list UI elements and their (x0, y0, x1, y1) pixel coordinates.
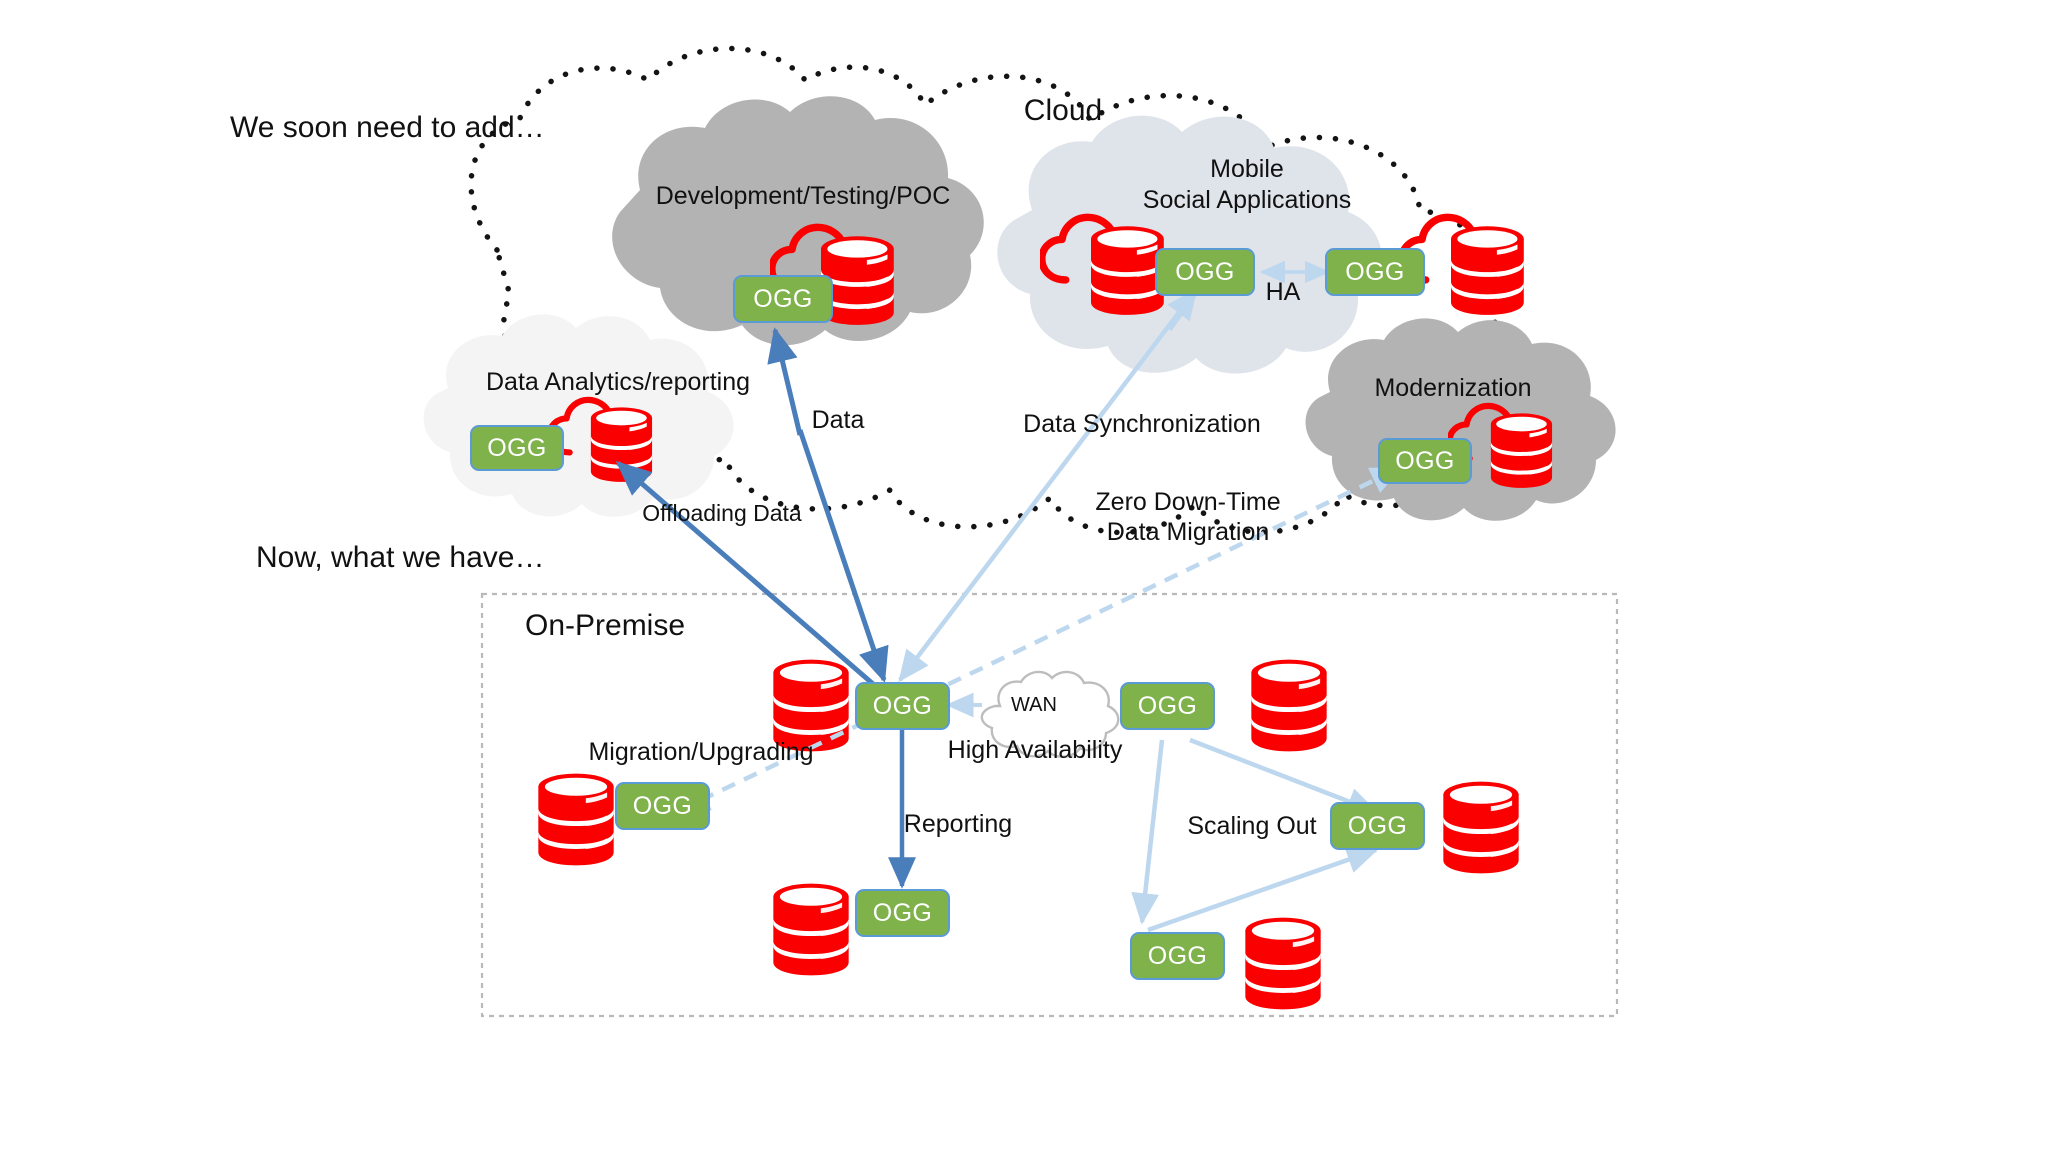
cloud-region-title: Cloud (1023, 94, 1103, 127)
ogg-node-mobile-primary[interactable]: OGG (1155, 248, 1255, 296)
cloud-mobile-social (997, 115, 1382, 374)
arrow-test-data (767, 327, 803, 436)
flow-label-zero-downtime: Zero Down-Time (1095, 488, 1281, 516)
db-icon-ha-peer (1251, 659, 1327, 752)
arrow-zero-downtime-migration (904, 465, 1403, 708)
flow-label-data-synchronization: Data Synchronization (1023, 410, 1261, 438)
ogg-node-scaleout-right[interactable]: OGG (1330, 802, 1425, 850)
ogg-node-scaleout-bottom[interactable]: OGG (1130, 932, 1225, 980)
flow-label-offloading-data: Offloading Data (642, 500, 802, 526)
onpremise-title: On-Premise (525, 609, 686, 642)
cloud-label-social-applications: Social Applications (1142, 186, 1352, 214)
cloud-modernization (1305, 318, 1616, 521)
wan-label: WAN (1011, 694, 1057, 716)
ogg-node-modernization[interactable]: OGG (1378, 438, 1472, 484)
cloud-label-modernization: Modernization (1374, 374, 1532, 402)
ogg-node-mobile-standby[interactable]: OGG (1325, 248, 1425, 296)
onprem-label-scaling-out: Scaling Out (1187, 812, 1317, 840)
ogg-node-analytics[interactable]: OGG (470, 425, 564, 471)
onprem-label-reporting: Reporting (903, 810, 1013, 838)
db-icon-reporting (773, 883, 849, 976)
arrow-migration-upgrading (677, 719, 866, 813)
arrow-scaleout-right (1189, 737, 1379, 815)
arrow-data-down (797, 429, 889, 683)
db-icon-migration-source (538, 773, 614, 866)
ogg-node-reporting[interactable]: OGG (855, 889, 950, 937)
onprem-label-high-availability: High Availability (947, 736, 1123, 764)
db-icon-scaleout-right (1443, 781, 1519, 874)
cloud-label-dev-test-poc: Development/Testing/POC (655, 182, 951, 210)
arrow-scaleout-cross (1147, 846, 1379, 933)
db-icon-scaleout-bottom (1245, 917, 1321, 1010)
cloud-label-mobile: Mobile (1210, 155, 1284, 183)
arrow-data-synchronization (898, 287, 1198, 683)
flow-label-test-data: Data (811, 406, 865, 434)
annotation-current: Now, what we have… (256, 541, 545, 574)
ogg-node-onprem-ha-peer[interactable]: OGG (1120, 682, 1215, 730)
flow-label-data-migration: Data Migration (1106, 518, 1270, 546)
ogg-node-migration-target[interactable]: OGG (615, 782, 710, 830)
onprem-label-migration-upgrading: Migration/Upgrading (588, 738, 814, 766)
cloud-data-analytics (423, 314, 734, 517)
ogg-node-onprem-primary[interactable]: OGG (855, 682, 950, 730)
arrow-offloading-data (615, 461, 882, 692)
annotation-future: We soon need to add… (230, 111, 545, 144)
ha-label: HA (1265, 278, 1301, 306)
arrow-scaleout-bottom (1131, 739, 1165, 925)
onpremise-boundary (480, 592, 1619, 1018)
cloud-label-data-analytics: Data Analytics/reporting (485, 368, 751, 396)
ogg-node-dev-test[interactable]: OGG (733, 275, 833, 323)
